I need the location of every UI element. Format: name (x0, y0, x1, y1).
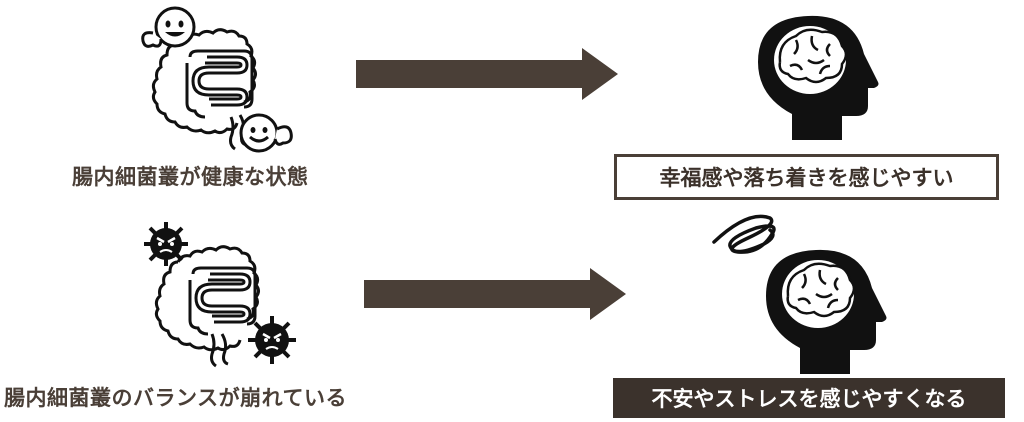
result-label-anxiety: 不安やストレスを感じやすくなる (651, 387, 967, 411)
right-arrow-icon (356, 48, 618, 100)
head-with-brain-icon (758, 15, 879, 140)
result-box-anxiety: 不安やストレスを感じやすくなる (613, 378, 1005, 418)
head-with-brain-and-scribble-icon (712, 214, 887, 374)
intestine-with-smiling-bacteria-icon (141, 6, 293, 153)
condition-label-healthy: 腸内細菌叢が健康な状態 (72, 165, 309, 189)
result-box-happiness: 幸福感や落ち着きを感じやすい (614, 154, 999, 200)
condition-label-imbalanced: 腸内細菌叢のバランスが崩れている (4, 386, 347, 410)
right-arrow-icon-bottom (364, 268, 626, 320)
intestine-with-spiky-germs-icon (144, 222, 296, 368)
result-label-happiness: 幸福感や落ち着きを感じやすい (659, 166, 954, 190)
